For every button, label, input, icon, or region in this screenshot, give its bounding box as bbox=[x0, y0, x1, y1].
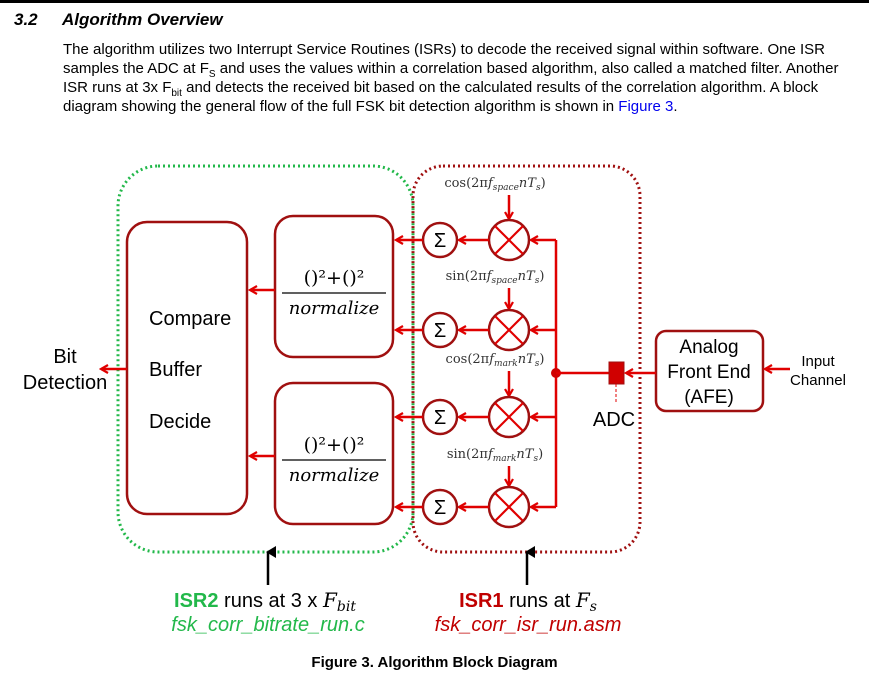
reference-label: cos(2πfspacenTs) bbox=[444, 176, 545, 193]
reference-label: cos(2πfmarknTs) bbox=[446, 352, 545, 369]
body-paragraph: The algorithm utilizes two Interrupt Ser… bbox=[63, 40, 863, 116]
figure-caption: Figure 3. Algorithm Block Diagram bbox=[311, 654, 558, 671]
afe-label: (AFE) bbox=[684, 387, 734, 408]
figure-link[interactable]: Figure 3 bbox=[618, 98, 674, 115]
bit-detection-label: Detection bbox=[23, 372, 108, 394]
correlator-row: cos(2πfspacenTs) Σ bbox=[396, 176, 556, 262]
section-title: Algorithm Overview bbox=[62, 10, 223, 29]
correlator-row: sin(2πfspacenTs) Σ bbox=[396, 269, 556, 352]
normalize-formula: ()²+()² bbox=[304, 434, 365, 456]
normalize-block-mark: ()²+()² normalize bbox=[273, 381, 395, 526]
correlator-row: sin(2πfmarknTs) Σ bbox=[396, 447, 556, 529]
buffer-label: Buffer bbox=[149, 359, 202, 381]
input-label: Channel bbox=[790, 372, 846, 389]
text: . bbox=[673, 98, 678, 115]
adc-block bbox=[608, 361, 625, 385]
sum-symbol: Σ bbox=[434, 497, 446, 519]
isr1-file: fsk_corr_isr_run.asm bbox=[435, 614, 622, 636]
normalize-formula: ()²+()² bbox=[304, 267, 365, 289]
normalize-label: normalize bbox=[289, 298, 379, 319]
text: and uses the values within a correlation… bbox=[63, 60, 839, 96]
correlator-row: cos(2πfmarknTs) Σ bbox=[396, 352, 556, 439]
input-label: Input bbox=[801, 353, 835, 370]
normalize-label: normalize bbox=[289, 465, 379, 486]
bit-detection-label: Bit bbox=[53, 346, 77, 368]
text: and detects the received bit based on th… bbox=[63, 79, 819, 115]
afe-label: Front End bbox=[667, 362, 750, 383]
isr2-file: fsk_corr_bitrate_run.c bbox=[171, 614, 364, 636]
subscript: bit bbox=[171, 88, 182, 99]
top-rule bbox=[0, 0, 869, 3]
afe-label: Analog bbox=[679, 337, 738, 358]
isr2-region bbox=[116, 164, 415, 554]
sum-symbol: Σ bbox=[434, 320, 446, 342]
section-number: 3.2 bbox=[14, 10, 38, 29]
sum-symbol: Σ bbox=[434, 230, 446, 252]
decide-label: Decide bbox=[149, 411, 211, 433]
sum-symbol: Σ bbox=[434, 407, 446, 429]
normalize-block-space: ()²+()² normalize bbox=[273, 214, 395, 359]
isr2-label: ISR2 runs at 3 x Fbit bbox=[174, 588, 356, 615]
text: The algorithm utilizes two Interrupt Ser… bbox=[63, 41, 826, 77]
isr1-label: ISR1 runs at Fs bbox=[459, 588, 597, 615]
adc-label: ADC bbox=[593, 409, 635, 431]
compare-label: Compare bbox=[149, 308, 231, 330]
reference-label: sin(2πfmarknTs) bbox=[447, 447, 543, 464]
subscript: S bbox=[208, 69, 216, 80]
reference-label: sin(2πfspacenTs) bbox=[446, 269, 545, 286]
